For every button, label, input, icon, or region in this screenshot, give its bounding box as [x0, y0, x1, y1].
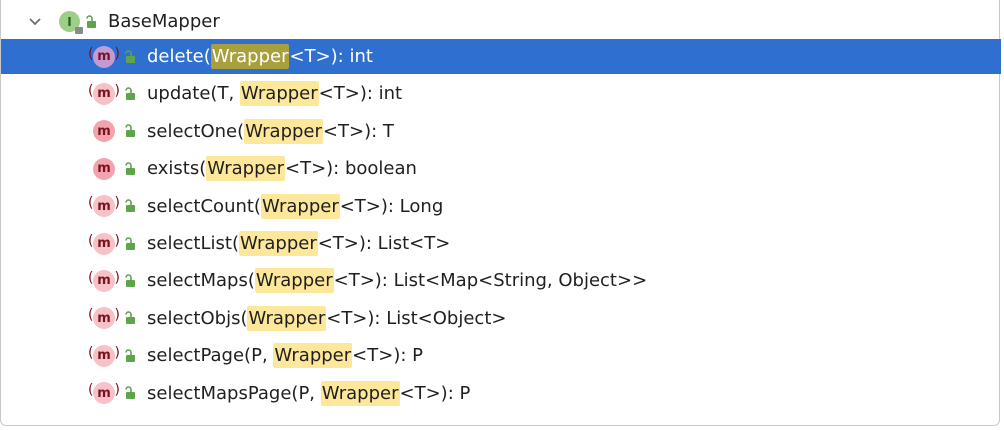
method-signature: selectCount(Wrapper<T>): Long	[147, 193, 444, 219]
method-icon: m	[93, 120, 115, 143]
method-name: update(	[147, 83, 218, 105]
method-return: <T>): T	[322, 120, 394, 142]
method-name: selectPage(	[147, 345, 252, 367]
public-lock-icon	[125, 199, 135, 213]
method-return: <T>): List<T>	[317, 233, 451, 254]
tree-root-label: BaseMapper	[108, 11, 220, 32]
tree-row-method[interactable]: ()m selectMaps(Wrapper<T>): List<Map<Stri…	[1, 263, 1001, 298]
method-param-prefix: P,	[251, 345, 274, 367]
method-name: selectOne(	[147, 120, 245, 142]
method-signature: selectOne(Wrapper<T>): T	[147, 118, 394, 144]
method-signature: selectMapsPage(P, Wrapper<T>): P	[147, 380, 471, 406]
method-param-prefix: T,	[217, 83, 240, 105]
tree-row-method[interactable]: ()m selectList(Wrapper<T>): List<T>	[1, 226, 1001, 261]
method-icon: ()m	[88, 269, 120, 292]
public-lock-icon	[125, 236, 135, 250]
tree-row-method[interactable]: m exists(Wrapper<T>): boolean	[1, 151, 1001, 186]
interface-icon: I	[59, 11, 83, 34]
method-return: <T>): P	[352, 345, 423, 367]
method-return: <T>): boolean	[285, 158, 417, 180]
method-name: selectMaps(	[147, 270, 255, 292]
method-return: <T>): List<Object>	[326, 307, 507, 329]
public-lock-icon	[125, 311, 135, 325]
search-highlight: Wrapper	[320, 380, 400, 406]
method-signature: selectMaps(Wrapper<T>): List<Map<String,…	[147, 268, 648, 294]
method-icon: ()m	[88, 232, 120, 255]
method-signature: selectObjs(Wrapper<T>): List<Object>	[147, 305, 507, 331]
search-highlight: Wrapper	[254, 268, 334, 294]
method-param-prefix: P,	[298, 382, 321, 404]
tree-row-method[interactable]: ()m selectCount(Wrapper<T>): Long	[1, 189, 1001, 224]
method-name: selectList(	[147, 233, 239, 254]
method-icon: ()m	[88, 195, 120, 218]
method-signature: selectPage(P, Wrapper<T>): P	[147, 343, 423, 369]
search-highlight: Wrapper	[238, 231, 318, 256]
method-icon: ()m	[88, 307, 120, 330]
method-icon: ()m	[88, 382, 120, 405]
public-lock-icon	[125, 386, 135, 400]
method-name: delete(	[147, 46, 211, 67]
public-lock-icon	[125, 161, 135, 175]
method-return: <T>): int	[289, 46, 373, 67]
method-return: <T>): List<Map<String, Object>>	[333, 270, 648, 292]
search-highlight: Wrapper	[260, 193, 340, 219]
interface-icon-letter: I	[67, 14, 72, 29]
method-name: selectCount(	[147, 195, 261, 217]
method-signature: delete(Wrapper<T>): int	[147, 44, 373, 69]
method-return: <T>): Long	[339, 195, 444, 217]
tree-row-method[interactable]: m selectOne(Wrapper<T>): T	[1, 114, 1001, 149]
method-name: exists(	[147, 158, 207, 180]
chevron-down-icon[interactable]	[25, 12, 45, 32]
method-icon: ()m	[88, 344, 120, 367]
public-lock-icon	[125, 49, 135, 63]
method-icon: m	[93, 157, 115, 180]
search-highlight: Wrapper	[239, 81, 319, 107]
public-lock-icon	[86, 14, 96, 28]
method-signature: update(T, Wrapper<T>): int	[147, 81, 403, 107]
lock-badge-icon	[75, 27, 83, 34]
tree-row-method[interactable]: ()m update(T, Wrapper<T>): int	[1, 76, 1001, 111]
method-icon: ()m	[88, 45, 120, 68]
method-icon: ()m	[88, 82, 120, 105]
method-signature: selectList(Wrapper<T>): List<T>	[147, 231, 451, 256]
public-lock-icon	[125, 274, 135, 287]
tree-row-method[interactable]: ()m delete(Wrapper<T>): int	[1, 39, 1001, 74]
search-highlight: Wrapper	[273, 343, 353, 369]
public-lock-icon	[125, 124, 135, 138]
search-highlight: Wrapper	[206, 156, 285, 182]
method-signature: exists(Wrapper<T>): boolean	[147, 156, 417, 182]
public-lock-icon	[125, 348, 135, 362]
method-return: <T>): P	[399, 382, 471, 404]
search-highlight: Wrapper	[210, 44, 290, 69]
tree-row-method[interactable]: ()m selectPage(P, Wrapper<T>): P	[1, 338, 1001, 373]
tree-row-method[interactable]: ()m selectMapsPage(P, Wrapper<T>): P	[1, 376, 1001, 411]
public-lock-icon	[125, 87, 135, 100]
tree-root-basemapper[interactable]: I BaseMapper	[1, 4, 1001, 39]
method-name: selectObjs(	[147, 307, 248, 329]
method-return: <T>): int	[318, 83, 403, 105]
search-highlight: Wrapper	[247, 305, 327, 331]
search-highlight: Wrapper	[244, 118, 323, 144]
method-name: selectMapsPage(	[147, 382, 299, 404]
tree-row-method[interactable]: ()m selectObjs(Wrapper<T>): List<Object>	[1, 301, 1001, 336]
